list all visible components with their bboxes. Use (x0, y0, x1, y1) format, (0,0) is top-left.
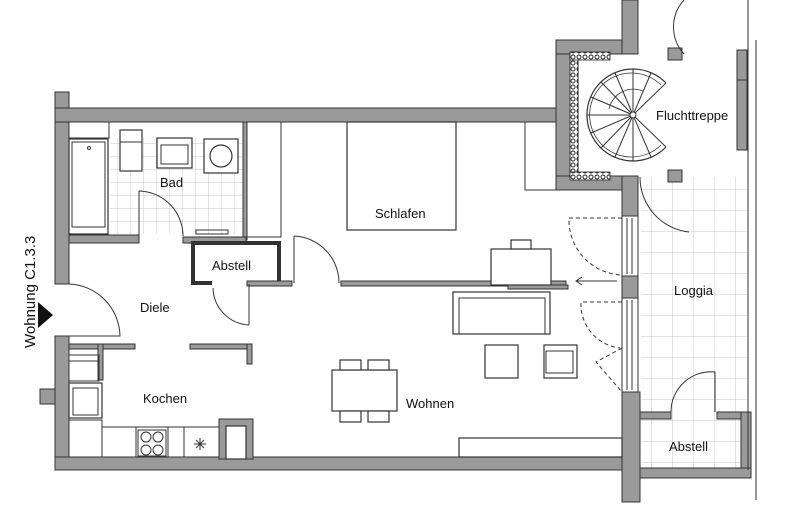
entrance-arrow-icon (38, 302, 53, 328)
room-label-abstell: Abstell (212, 258, 251, 273)
room-label-schlafen: Schlafen (375, 206, 426, 221)
entrance-door (68, 283, 121, 337)
loggia-floor (641, 177, 747, 470)
sink-icon (156, 137, 193, 169)
abstell-door (212, 284, 250, 326)
room-label-fluchttreppe: Fluchttreppe (656, 108, 728, 123)
room-label-bad: Bad (160, 175, 183, 190)
kitchen-fixtures (68, 354, 220, 458)
room-label-kochen: Kochen (143, 391, 187, 406)
walls (39, 0, 757, 503)
sink-icon (194, 438, 206, 450)
room-label-abstell-loggia: Abstell (669, 439, 708, 454)
unit-label: Wohnung C1.3.3 (22, 236, 39, 348)
spiral-staircase-icon (586, 68, 667, 162)
bathroom-fixtures (68, 121, 239, 237)
toilet-icon (119, 129, 143, 172)
room-label-wohnen: Wohnen (406, 396, 454, 411)
room-label-diele: Diele (140, 300, 170, 315)
room-label-loggia: Loggia (674, 283, 714, 298)
bed (346, 121, 457, 231)
sliding-door-arrow-icon (575, 276, 583, 286)
interior-walls (68, 121, 569, 460)
washing-machine-icon (203, 138, 239, 174)
cooktop-icon (137, 429, 167, 457)
bedroom-furniture (246, 121, 557, 286)
facade-doors (568, 0, 716, 413)
living-furniture (331, 291, 623, 458)
